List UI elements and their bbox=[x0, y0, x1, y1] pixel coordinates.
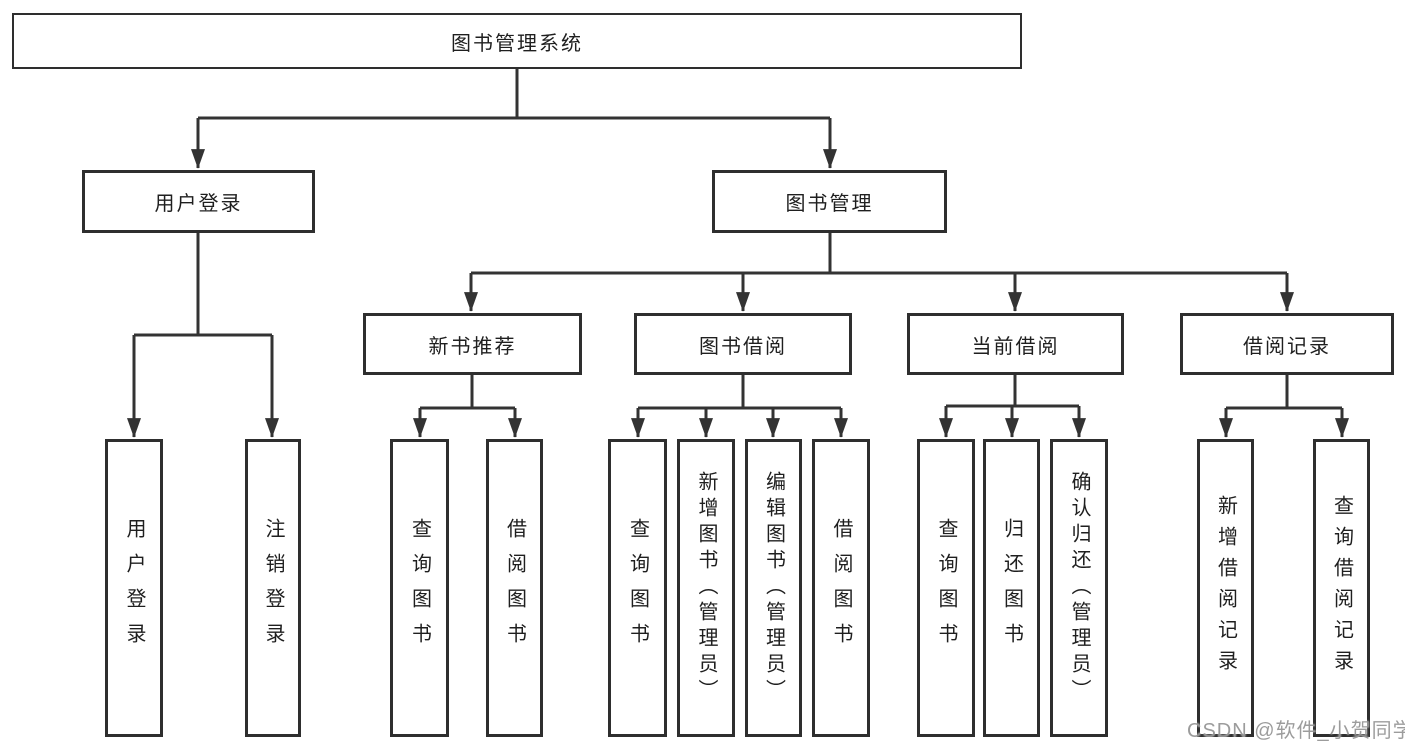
leaf-add-books-admin: 新增图书（管理员） bbox=[677, 439, 735, 737]
leaf-query-books-current: 查询图书 bbox=[917, 439, 975, 737]
node-book-borrowing: 图书借阅 bbox=[634, 313, 852, 375]
node-library-management-system: 图书管理系统 bbox=[12, 13, 1022, 69]
leaf-return-books: 归还图书 bbox=[983, 439, 1040, 737]
leaf-borrow-books-recommend: 借阅图书 bbox=[486, 439, 543, 737]
connector-trunks bbox=[134, 69, 1342, 410]
node-user-login: 用户登录 bbox=[82, 170, 315, 233]
leaf-logout: 注销登录 bbox=[245, 439, 301, 737]
leaf-query-books-recommend: 查询图书 bbox=[390, 439, 449, 737]
leaf-borrow-books-borrowing: 借阅图书 bbox=[812, 439, 870, 737]
node-borrowing-records: 借阅记录 bbox=[1180, 313, 1394, 375]
csdn-watermark: CSDN @软件_小贺同学 bbox=[1187, 720, 1405, 742]
leaf-query-books-borrowing: 查询图书 bbox=[608, 439, 667, 737]
leaf-confirm-return-admin: 确认归还（管理员） bbox=[1050, 439, 1108, 737]
leaf-edit-books-admin: 编辑图书（管理员） bbox=[745, 439, 802, 737]
leaf-add-borrow-record: 新增借阅记录 bbox=[1197, 439, 1254, 737]
node-book-management: 图书管理 bbox=[712, 170, 947, 233]
leaf-query-borrow-record: 查询借阅记录 bbox=[1313, 439, 1370, 737]
node-new-book-recommend: 新书推荐 bbox=[363, 313, 582, 375]
leaf-user-login: 用户登录 bbox=[105, 439, 163, 737]
node-current-borrowing: 当前借阅 bbox=[907, 313, 1124, 375]
